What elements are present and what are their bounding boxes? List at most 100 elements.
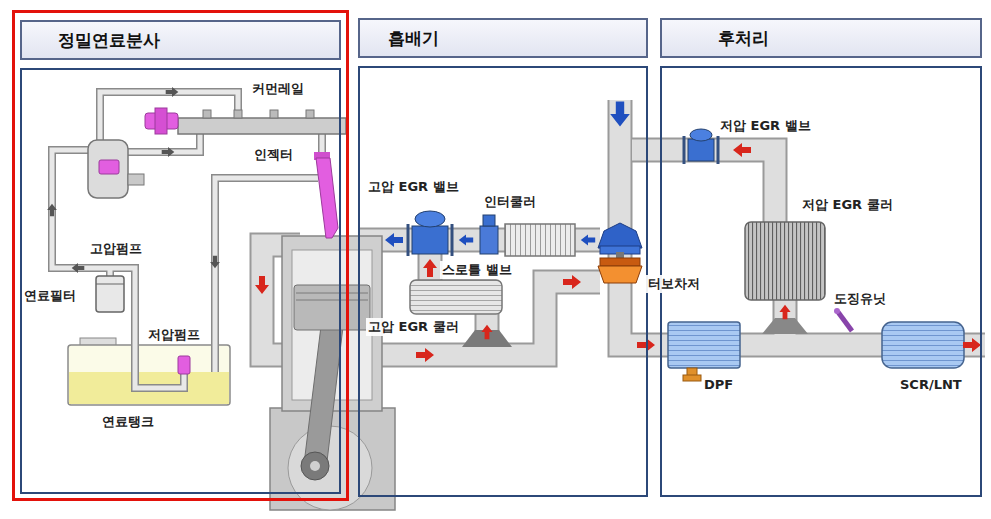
low-pressure-egr-cooler [745,222,825,334]
dpf-part [683,375,701,381]
section-body [20,68,341,494]
exhaust-flow-arrows-part [963,338,981,352]
common-rail-part [178,118,346,134]
section-title: 정밀연료분사 [58,22,160,58]
low-pressure-egr-valve-part [688,139,714,161]
fuel-tank-part [68,345,230,405]
turbocharger-part [598,223,642,248]
high-pressure-pump [88,140,144,198]
low-pressure-egr-valve-part [683,136,686,164]
part-label: 저압 EGR 밸브 [718,117,813,135]
intake-flow-arrows-part [581,234,595,245]
turbocharger [598,223,642,283]
part-label: 도징유닛 [832,290,888,308]
injector [314,152,338,238]
intercooler-part [505,224,575,256]
engine-part [310,461,320,471]
engine-part [270,408,395,510]
dosing-unit [834,308,852,331]
part-label: DPF [702,376,735,394]
high-pressure-pump-part [128,174,144,185]
exhaust-flow-arrows-part [563,275,581,289]
fuel-arrows-part [47,204,57,217]
section-panel: 후처리 [655,11,987,501]
low-pressure-egr-cooler-part [762,318,808,334]
low-pressure-egr-cooler-part [745,222,825,300]
section-body [660,66,982,497]
section-body [358,66,648,497]
fuel-filter-part [96,284,124,285]
scr-lnt [882,322,964,368]
common-rail-part [203,110,211,118]
fuel-arrows-part [72,263,85,273]
throttle-valve [480,215,498,254]
section-panel: 흡배기 [353,11,653,501]
section-header-band: 후처리 [660,18,982,58]
part-label: 인젝터 [252,146,295,164]
intake-flow-arrows-part [610,101,630,126]
part-label: 스로틀 밸브 [440,261,514,279]
fuel-arrows [47,87,220,273]
engine-part [304,318,344,470]
exhaust-flow-arrows-part [255,276,269,294]
part-label: 연료필터 [22,287,78,305]
high-pressure-egr-valve-part [451,224,454,256]
turbocharger-part [598,266,642,283]
high-pressure-egr-valve-part [415,211,445,227]
intake-flow-arrows-part [385,233,403,247]
part-label: 터보차저 [646,275,702,293]
high-pressure-egr-valve-part [407,224,410,256]
section-title: 흡배기 [388,20,439,56]
high-pressure-egr-valve-part [412,226,448,254]
intercooler [505,224,575,256]
dpf [668,322,740,381]
low-pressure-egr-valve-part [690,129,712,141]
part-label: 고압펌프 [88,240,144,258]
part-label: SCR/LNT [898,376,964,394]
low-pressure-egr-valve-part [717,136,720,164]
scr-lnt-part [882,322,964,368]
fuel-arrows-part [210,256,220,269]
common-rail [145,108,346,134]
fuel-tank [68,338,230,405]
exhaust-flow-arrows-part [637,338,655,352]
high-pressure-egr-valve [408,211,452,256]
high-pressure-egr-cooler-part [410,280,502,314]
dpf-part [668,322,740,368]
exhaust-flow-arrows-part [481,325,492,339]
exhaust-flow-arrows [255,143,981,362]
common-rail-part [234,110,242,118]
high-pressure-pump-part [88,140,128,198]
part-label: 고압 EGR 밸브 [366,178,461,196]
intake-flow-arrows-part [459,234,473,245]
low-pressure-pump-part [178,356,190,374]
exhaust-flow-arrows-part [779,305,790,319]
turbocharger-part [600,258,640,266]
section-header-band: 정밀연료분사 [20,20,341,60]
air-exhaust-pipes-part [262,100,985,355]
dosing-unit-part [834,308,840,314]
intake-flow-arrows [385,101,630,247]
common-rail-part [155,108,167,134]
fuel-filter-part [96,276,124,312]
section-header-band: 흡배기 [358,18,648,58]
common-rail-part [270,110,278,118]
part-label: 연료탱크 [100,413,156,431]
throttle-valve-part [480,226,498,254]
part-label: 인터쿨러 [482,193,538,211]
common-rail-part [306,110,314,118]
part-label: 저압 EGR 쿨러 [800,196,895,214]
fuel-filter [96,276,124,312]
air-exhaust-pipes-part [262,100,985,355]
exhaust-flow-arrows-part [423,259,437,277]
exhaust-flow-arrows-part [733,143,751,157]
part-label: 저압펌프 [146,326,202,344]
part-label: 커먼레일 [250,80,306,98]
injector-part [316,158,338,238]
exhaust-flow-arrows-part [416,348,434,362]
throttle-valve-part [483,215,495,226]
part-label: 고압 EGR 쿨러 [366,318,461,336]
